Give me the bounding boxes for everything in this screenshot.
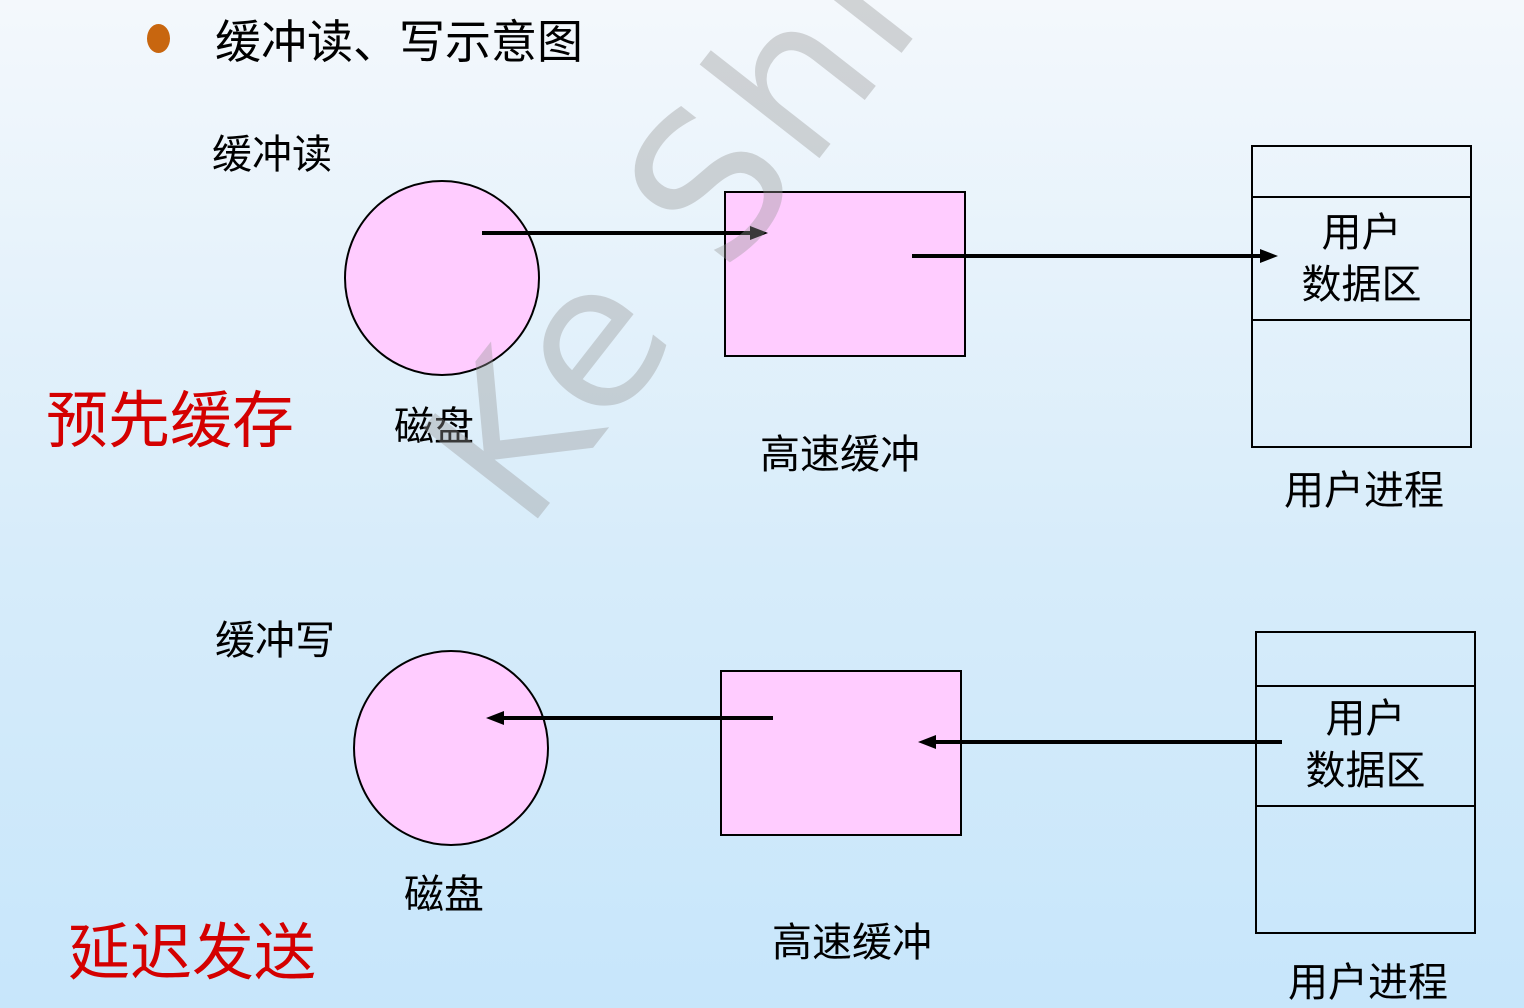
write-tag: 延迟发送 [68,916,317,989]
read-heading: 缓冲读 [212,132,332,178]
read-user-data-line2: 数据区 [1301,262,1422,308]
write-user-data-line1: 用户 [1325,696,1406,742]
read-process-divider-bottom [1253,319,1470,321]
write-heading: 缓冲写 [215,618,335,664]
read-process-divider-top [1253,196,1470,198]
read-buffer [724,191,966,357]
read-arrowhead-2 [1260,249,1278,263]
read-arrowhead-1 [750,226,768,240]
read-buffer-label: 高速缓冲 [760,432,920,478]
read-tag: 预先缓存 [46,384,295,457]
write-buffer-label: 高速缓冲 [772,920,932,966]
write-user-data-line2: 数据区 [1305,748,1426,794]
write-process-divider-top [1257,685,1474,687]
read-disk [344,180,540,376]
page-title: 缓冲读、写示意图 [215,15,583,69]
read-process-label: 用户进程 [1284,468,1444,514]
read-process-box: 用户 数据区 [1251,145,1472,448]
write-process-box: 用户 数据区 [1255,631,1476,934]
write-arrowhead-2 [918,735,936,749]
read-disk-label: 磁盘 [394,404,474,450]
write-buffer [720,670,962,836]
write-disk [353,650,549,846]
bullet-icon [147,24,170,53]
write-process-label: 用户进程 [1288,960,1448,1006]
write-process-divider-bottom [1257,805,1474,807]
write-disk-label: 磁盘 [404,872,484,918]
write-arrowhead-1 [486,711,504,725]
read-user-data-line1: 用户 [1321,210,1402,256]
